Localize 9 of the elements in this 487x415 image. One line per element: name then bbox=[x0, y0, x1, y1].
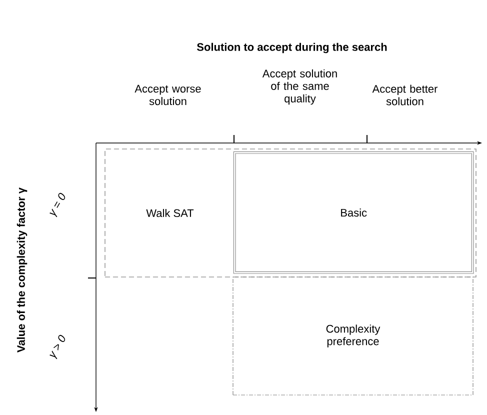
region-box: Complexity preference bbox=[232, 276, 474, 396]
row-heading: γ > 0 bbox=[50, 334, 66, 360]
title: Solution to accept during the search bbox=[196, 42, 387, 54]
axis-title: Value of the complexity factor γ bbox=[16, 188, 28, 352]
row-heading: γ = 0 bbox=[50, 192, 66, 218]
region-box: Basic bbox=[233, 151, 474, 274]
column-heading: Accept worse solution bbox=[134, 84, 201, 106]
column-heading: Accept solution of the same quality bbox=[262, 69, 337, 105]
column-heading: Accept better solution bbox=[372, 84, 438, 106]
